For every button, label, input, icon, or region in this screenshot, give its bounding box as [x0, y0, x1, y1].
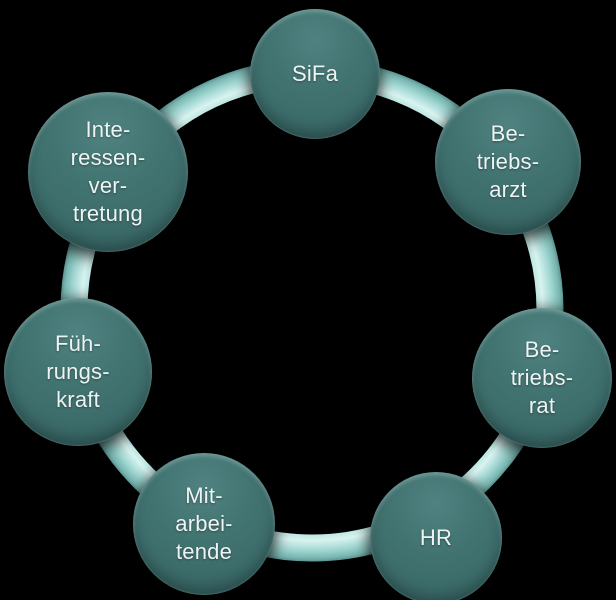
- label-line: tretung: [73, 201, 143, 226]
- label-line: arbei-: [175, 511, 233, 536]
- label-line: Füh-: [54, 331, 102, 356]
- node-label: Inte- ressen- ver- tretung: [71, 116, 146, 228]
- node-interessenvertretung: Inte- ressen- ver- tretung: [28, 92, 188, 252]
- node-label: SiFa: [292, 60, 338, 88]
- label-line: triebs-: [476, 149, 540, 174]
- node-sifa: SiFa: [250, 9, 380, 139]
- label-line: arzt: [489, 177, 527, 202]
- label-line: HR: [419, 525, 453, 550]
- node-fuehrungskraft: Füh- rungs- kraft: [4, 298, 152, 446]
- node-hr: HR: [370, 472, 502, 600]
- label-line: tende: [175, 539, 233, 564]
- node-label: Be- triebs- arzt: [477, 120, 540, 204]
- node-label: Be- triebs- rat: [511, 336, 574, 420]
- label-line: Be-: [524, 337, 560, 362]
- node-betriebsarzt: Be- triebs- arzt: [435, 89, 581, 235]
- label-line: Be-: [490, 121, 526, 146]
- label-line: ver-: [88, 173, 128, 198]
- label-line: triebs-: [510, 365, 574, 390]
- node-betriebsrat: Be- triebs- rat: [472, 308, 612, 448]
- label-line: SiFa: [291, 61, 339, 86]
- label-line: Inte-: [85, 117, 131, 142]
- node-mitarbeitende: Mit- arbei- tende: [133, 453, 275, 595]
- node-label: Füh- rungs- kraft: [46, 330, 110, 414]
- label-line: ressen-: [70, 145, 146, 170]
- node-label: Mit- arbei- tende: [175, 482, 232, 566]
- label-line: rungs-: [46, 359, 110, 384]
- label-line: kraft: [56, 387, 100, 412]
- label-line: rat: [528, 393, 556, 418]
- node-label: HR: [420, 524, 452, 552]
- label-line: Mit-: [185, 483, 223, 508]
